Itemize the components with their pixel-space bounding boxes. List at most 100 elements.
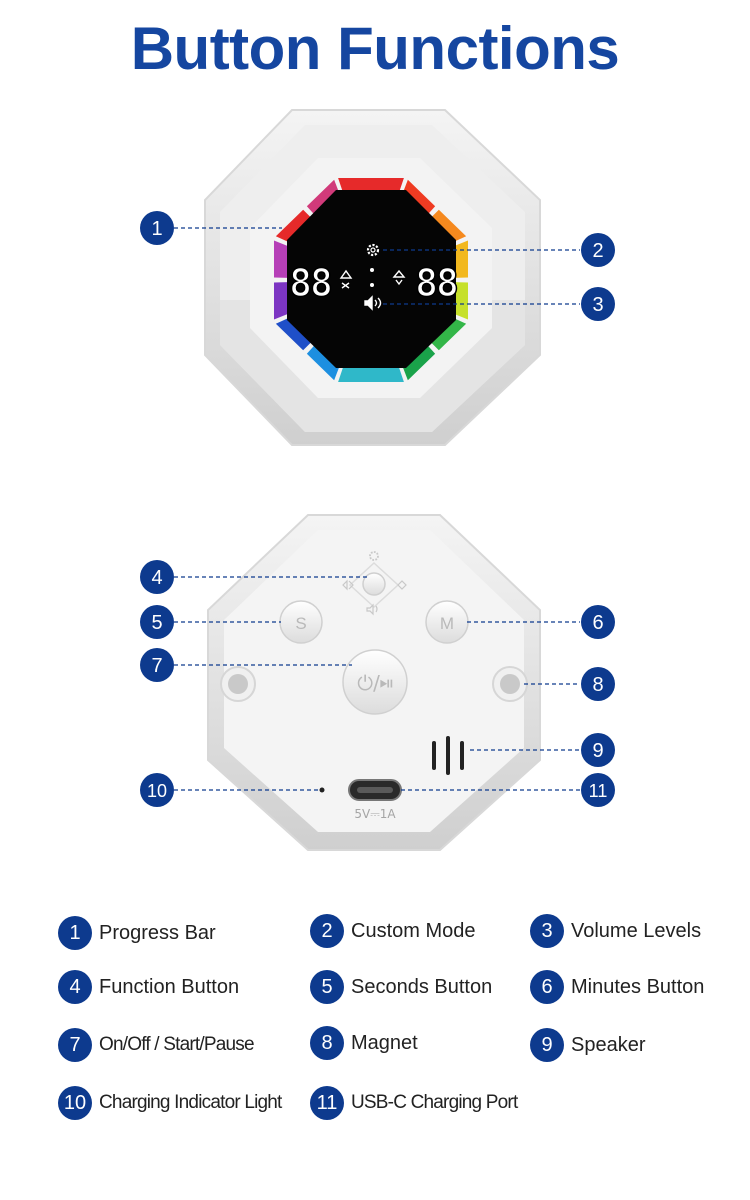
legend-item: 1 Progress Bar [58,915,216,951]
callout-badge [581,287,615,321]
callout-badge-number: 2 [592,240,603,262]
legend-label: Progress Bar [99,921,216,944]
function-button[interactable] [362,572,386,596]
charging-indicator-light [319,787,325,793]
legend-label: Custom Mode [351,919,476,942]
legend-item: 4 Function Button [58,969,239,1005]
display-screen [287,190,456,368]
power-button[interactable] [342,649,408,715]
callout-badge [581,233,615,267]
legend-label: Function Button [99,975,240,998]
legend-item: 9 Speaker [530,1027,646,1063]
legend-badge: 11 [310,1086,344,1120]
callout-badge [140,560,174,594]
legend-badge: 1 [58,916,92,950]
legend-item: 5 Seconds Button [310,969,492,1005]
volume-icon [364,295,382,311]
seconds-button-label: S [295,614,306,633]
front-device: 88 88 [204,109,541,446]
callout-badge-number: 11 [589,781,608,801]
alarm-right-icon [397,580,407,590]
function-button-cluster [342,551,407,616]
progress-bar-segment [454,240,468,278]
usb-c-port-inner [357,787,393,793]
legend-badge: 8 [310,1026,344,1060]
legend-item: 7 On/Off / Start/Pause [58,1027,255,1063]
legend-item: 6 Minutes Button [530,969,704,1005]
port-rating-label: 5V⎓1A [354,807,396,821]
colon-top-dot [370,268,374,272]
callout-lines [174,227,580,791]
callout-badge-number: 3 [592,294,603,316]
callout-badge-number: 1 [151,218,162,240]
progress-bar-segment [306,343,340,381]
right-digits: 88 [415,261,457,305]
legend-item: 8 Magnet [310,1025,418,1061]
callout-badge-number: 8 [592,674,603,696]
progress-bar-segment [338,178,404,192]
legend-label: On/Off / Start/Pause [99,1034,255,1055]
progress-bar-segment [275,317,313,351]
legend-label: Magnet [351,1031,418,1054]
legend-badge: 10 [58,1086,92,1120]
callout-badge [581,667,615,701]
legend-label: Volume Levels [571,919,702,942]
callout-badge [581,733,615,767]
alarm-left-icon [342,579,354,591]
progress-bar-segment [338,368,404,382]
legend-badge: 2 [310,914,344,948]
callout-badge-number: 10 [147,781,167,801]
progress-bar-segment [274,282,288,320]
left-digits: 88 [289,261,331,305]
alarm-on-icon [392,269,406,286]
progress-bar-segment [306,179,340,217]
callout-badge [140,648,174,682]
volume-small-icon [366,603,378,616]
callout-badge-number: 6 [592,612,603,634]
progress-bar-segment [275,209,313,243]
legend-badge: 7 [58,1028,92,1062]
callout-badge [140,605,174,639]
legend-item: 11 USB-C Charging Port [310,1085,518,1121]
callout-badge-number: 9 [592,740,603,762]
magnet-right-core [500,674,520,694]
callout-badge-number: 4 [151,567,162,589]
legend-label: USB-C Charging Port [351,1092,518,1113]
magnet-left-core [228,674,248,694]
minutes-button-label: M [440,614,454,633]
callout-badge [581,773,615,807]
colon-bottom-dot [370,283,374,287]
progress-bar-segment [274,240,288,278]
callout-badge [140,773,174,807]
progress-bar-segment [402,179,436,217]
gear-icon [366,243,380,257]
legend-badge: 5 [310,970,344,1004]
settings-gear-icon [369,551,379,561]
legend-label: Minutes Button [571,975,705,998]
progress-bar-segment [429,317,467,351]
callout-badge [581,605,615,639]
legend-item: 3 Volume Levels [530,913,701,949]
legend-badge: 4 [58,970,92,1004]
progress-bar-ring [274,178,468,382]
power-button-label: ⏻/⏯ [357,671,393,695]
legend-label: Charging Indicator Light [99,1092,282,1113]
legend-item: 2 Custom Mode [310,913,476,949]
progress-bar-segment [429,209,467,243]
legend-badge: 6 [530,970,564,1004]
legend-label: Seconds Button [351,975,493,998]
progress-bar-segment [454,282,468,320]
back-device: S M ⏻/⏯ 5V⎓1A [207,514,541,851]
callout-badge [140,211,174,245]
legend-badge: 9 [530,1028,564,1062]
legend-item: 10 Charging Indicator Light [58,1085,282,1121]
alarm-off-icon [339,269,353,289]
legend-badge: 3 [530,914,564,948]
speaker-grille [432,736,464,775]
progress-bar-segment [402,343,436,381]
legend-label: Speaker [571,1033,646,1056]
page-title: Button Functions [130,15,620,82]
callout-badge-number: 7 [151,655,162,677]
